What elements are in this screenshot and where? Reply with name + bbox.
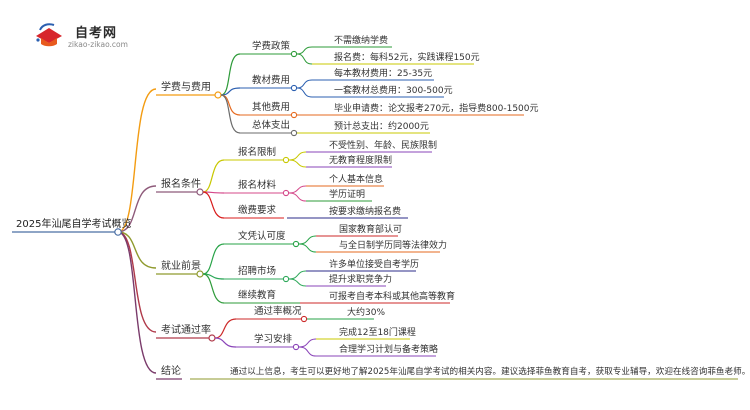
root-node: 2025年汕尾自学考试概览 — [16, 219, 132, 230]
leaf-signup-fee: 报名费：每科52元，实践课程150元 — [334, 53, 480, 63]
leaf-no-tuition: 不需缴纳学费 — [334, 36, 389, 46]
node-total-cost: 总体支出 — [252, 120, 291, 131]
node-pass-rate: 通过率概况 — [254, 306, 302, 317]
leaf-no-education-limit: 无教育程度限制 — [329, 156, 393, 166]
leaf-employers-accept: 许多单位接受自考学历 — [329, 260, 420, 270]
fees-node-dot — [214, 91, 222, 99]
branch-pass: 考试通过率 — [161, 325, 211, 336]
leaf-graduation-fee: 毕业申请费：论文报考270元，指导费800-1500元 — [334, 104, 539, 114]
leaf-moe-recognized: 国家教育部认可 — [339, 225, 403, 235]
root-node-dot — [114, 228, 122, 236]
leaf-education-proof: 学历证明 — [329, 190, 366, 200]
leaf-total-estimate: 预计总支出：约2000元 — [334, 122, 429, 132]
logo-url: zikao-zikao.com — [68, 40, 128, 49]
node-further-education: 继续教育 — [238, 290, 277, 301]
branch-jobs: 就业前景 — [161, 261, 201, 272]
site-logo[interactable]: 自考网 zikao-zikao.com — [12, 18, 172, 52]
connector-root-jobs — [117, 231, 157, 269]
node-payment: 缴费要求 — [238, 205, 277, 216]
connector-root-signup — [117, 185, 157, 233]
node-other-cost: 其他费用 — [252, 102, 291, 113]
leaf-no-restriction: 不受性别、年龄、民族限制 — [329, 141, 438, 151]
leaf-competitiveness: 提升求职竞争力 — [329, 275, 393, 285]
node-job-market: 招聘市场 — [238, 266, 277, 277]
leaf-study-strategy: 合理学习计划与备考策略 — [339, 345, 439, 355]
branch-fees: 学费与费用 — [161, 82, 211, 93]
leaf-courses-count: 完成12至18门课程 — [339, 328, 416, 338]
graduation-cap-icon — [36, 23, 62, 47]
node-textbook-cost: 教材费用 — [252, 75, 291, 86]
leaf-equal-validity: 与全日制学历同等法律效力 — [339, 241, 448, 251]
branch-signup: 报名条件 — [161, 179, 201, 190]
leaf-book-price: 每本教材费用：25-35元 — [334, 69, 433, 79]
node-recognition: 文凭认可度 — [238, 231, 286, 242]
leaf-pass-30: 大约30% — [347, 308, 386, 318]
leaf-bachelor-option: 可报考自考本科或其他高等教育 — [329, 292, 456, 302]
connector-root-conclusion — [117, 231, 157, 374]
node-study-plan: 学习安排 — [254, 334, 293, 345]
node-signup-limits: 报名限制 — [238, 147, 277, 158]
connector-root-fees — [117, 88, 157, 233]
node-tuition-policy: 学费政策 — [252, 41, 291, 52]
leaf-book-set-price: 一套教材总费用：300-500元 — [334, 86, 453, 96]
conclusion-text: 通过以上信息，考生可以更好地了解2025年汕尾自学考试的相关内容。建议选择菲鱼教… — [230, 367, 750, 377]
leaf-personal-info: 个人基本信息 — [329, 175, 384, 185]
leaf-pay-fee: 按要求缴纳报名费 — [329, 207, 402, 217]
logo-title: 自考网 — [75, 26, 118, 41]
branch-conclusion: 结论 — [161, 366, 181, 377]
node-signup-materials: 报名材料 — [238, 180, 277, 191]
